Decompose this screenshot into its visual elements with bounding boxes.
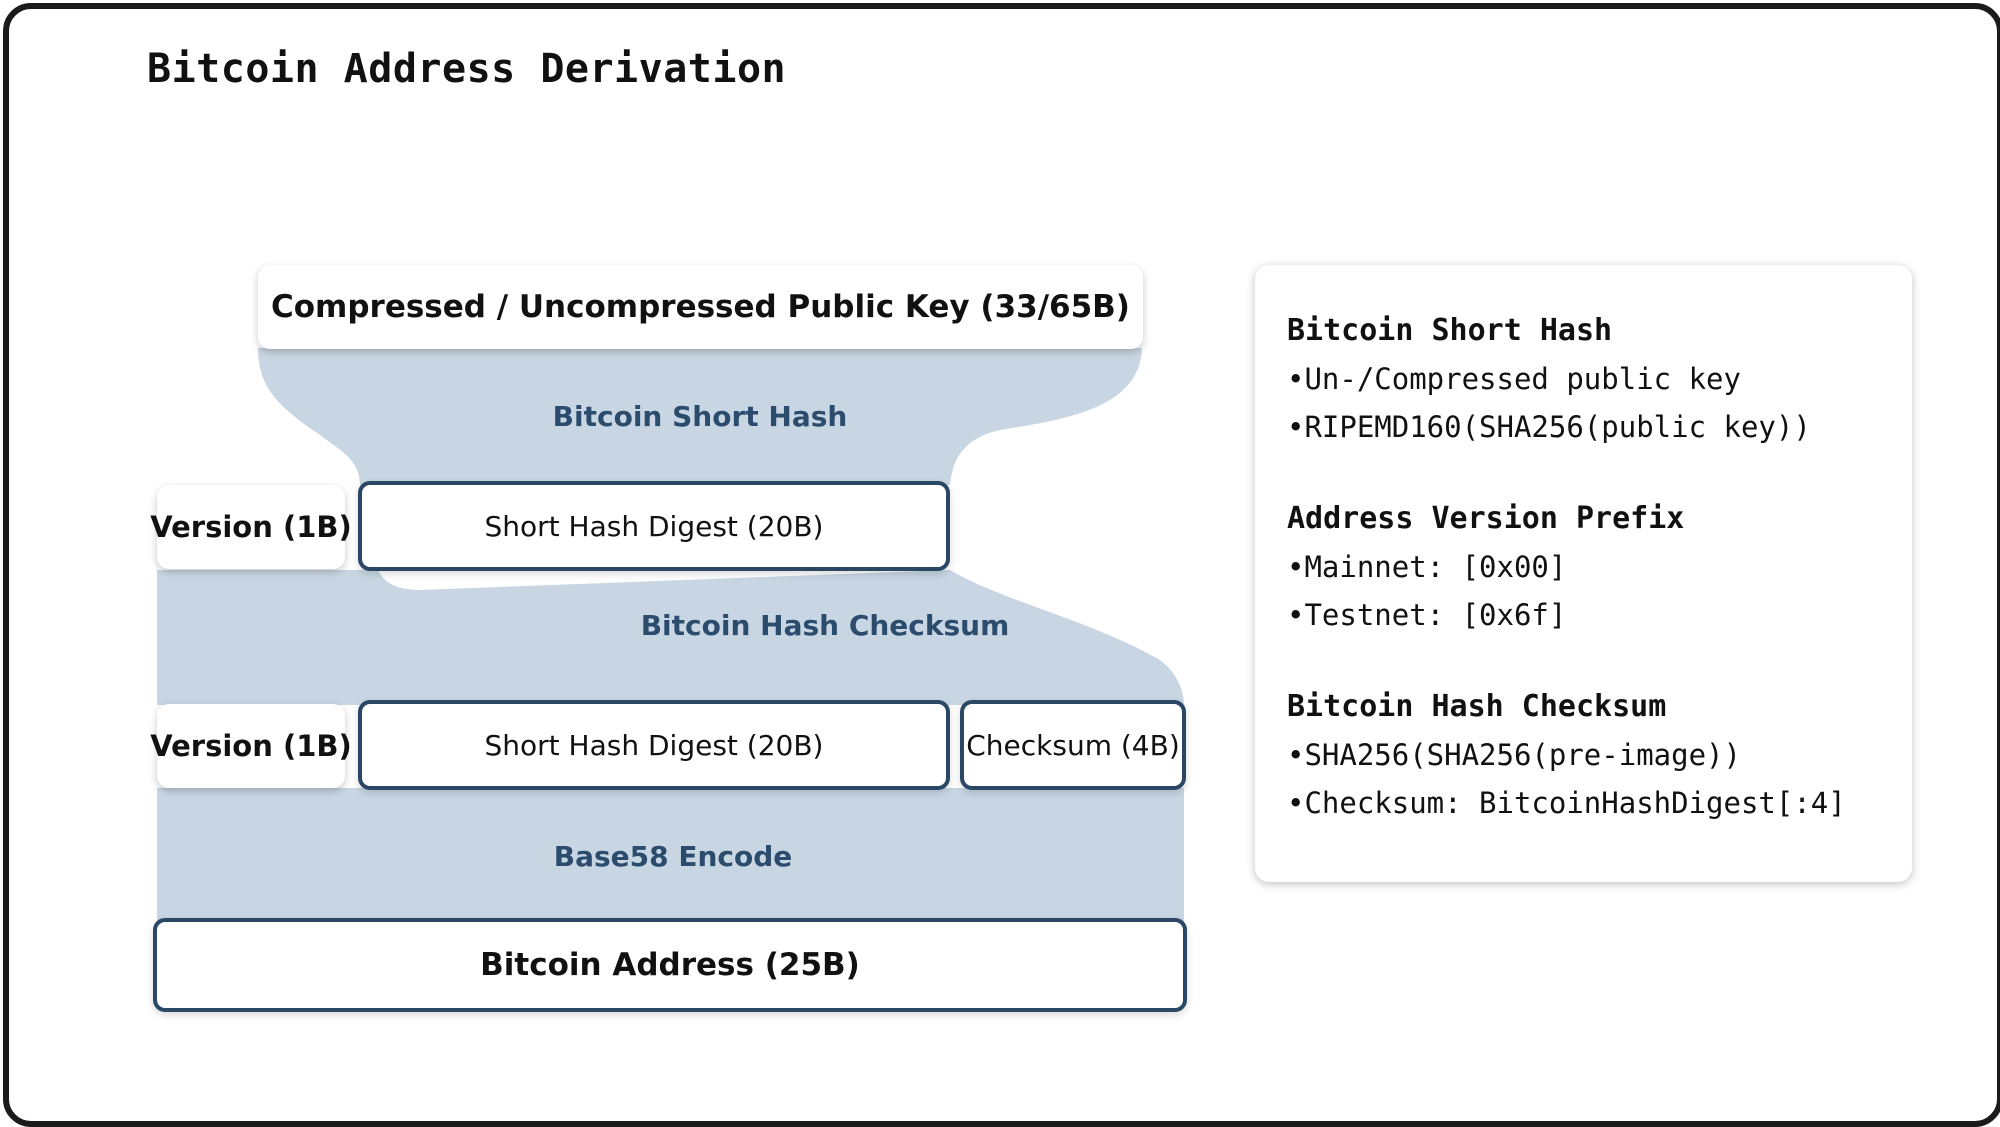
short-hash-digest-label-row2: Short Hash Digest (20B) — [484, 728, 824, 762]
step-short-hash-label: Bitcoin Short Hash — [552, 400, 848, 433]
public-key-label: Compressed / Uncompressed Public Key (33… — [271, 289, 1130, 325]
short-hash-digest-box-row2: Short Hash Digest (20B) — [358, 700, 950, 790]
panel-section-version-prefix: Address Version Prefix •Mainnet: [0x00] … — [1287, 495, 1912, 639]
bitcoin-address-label: Bitcoin Address (25B) — [480, 947, 860, 983]
panel-section-item: •Mainnet: [0x00] — [1287, 550, 1567, 584]
checksum-label: Checksum (4B) — [966, 728, 1180, 762]
public-key-box: Compressed / Uncompressed Public Key (33… — [258, 265, 1143, 349]
version-box-row2: Version (1B) — [150, 704, 352, 788]
short-hash-digest-box-row1: Short Hash Digest (20B) — [358, 481, 950, 571]
step-base58-label: Base58 Encode — [553, 840, 793, 873]
flow-band-checksum-top — [157, 570, 950, 705]
short-hash-digest-label-row1: Short Hash Digest (20B) — [484, 509, 824, 543]
flow-band-short-hash — [258, 348, 1142, 485]
panel-section-item: •Checksum: BitcoinHashDigest[:4] — [1287, 786, 1846, 820]
info-panel: Bitcoin Short Hash •Un-/Compressed publi… — [1255, 265, 1912, 882]
version-label-row2: Version (1B) — [150, 729, 352, 763]
panel-section-item: •Testnet: [0x6f] — [1287, 598, 1567, 632]
panel-section-title: Address Version Prefix — [1287, 501, 1685, 536]
panel-section-item: •SHA256(SHA256(pre-image)) — [1287, 738, 1741, 772]
flow-band-base58 — [157, 788, 1184, 922]
panel-section-short-hash: Bitcoin Short Hash •Un-/Compressed publi… — [1287, 307, 1912, 451]
version-box-row1: Version (1B) — [150, 485, 352, 569]
panel-section-title: Bitcoin Short Hash — [1287, 313, 1613, 348]
version-label-row1: Version (1B) — [150, 510, 352, 544]
panel-section-item: •RIPEMD160(SHA256(public key)) — [1287, 410, 1811, 444]
panel-section-item: •Un-/Compressed public key — [1287, 362, 1741, 396]
bitcoin-address-box: Bitcoin Address (25B) — [153, 918, 1187, 1012]
panel-section-checksum: Bitcoin Hash Checksum •SHA256(SHA256(pre… — [1287, 683, 1912, 827]
checksum-box: Checksum (4B) — [960, 700, 1186, 790]
step-checksum-label: Bitcoin Hash Checksum — [640, 609, 1010, 642]
panel-section-title: Bitcoin Hash Checksum — [1287, 689, 1667, 724]
page-title: Bitcoin Address Derivation — [147, 46, 787, 92]
